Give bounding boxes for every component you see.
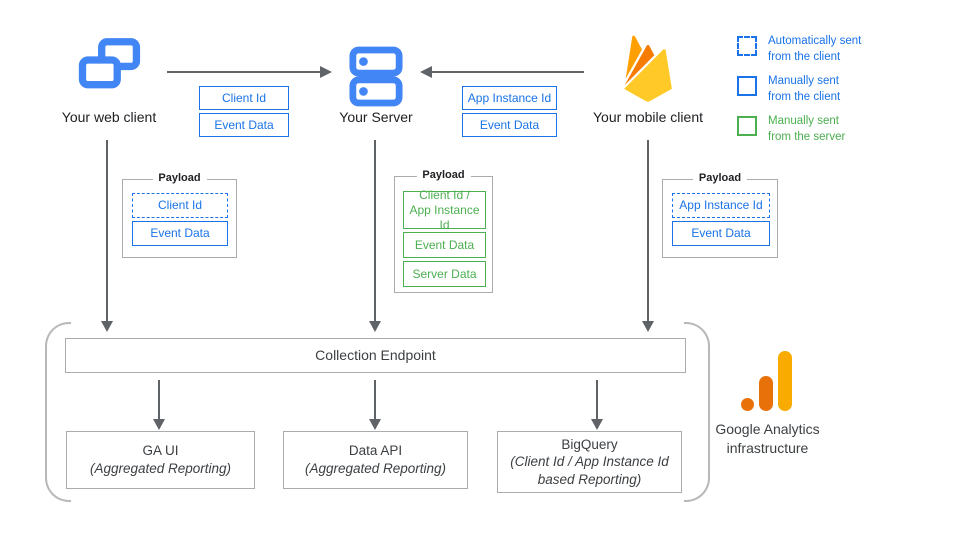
payload-server-event-data: Event Data bbox=[403, 232, 486, 258]
legend-label-auto-client: Automatically sent from the client bbox=[768, 35, 862, 63]
infrastructure-bracket-right bbox=[684, 322, 710, 502]
legend-label-manual-server: Manually sent from the server bbox=[768, 115, 846, 143]
data-api-subtitle: (Aggregated Reporting) bbox=[304, 461, 447, 476]
arrow-web-down bbox=[106, 140, 108, 322]
arrow-web-to-server bbox=[167, 71, 321, 73]
arrow-mobile-down bbox=[647, 140, 649, 322]
payload-server-title: Payload bbox=[416, 169, 471, 181]
arrow-web-to-server-head bbox=[320, 66, 332, 78]
server-icon bbox=[349, 46, 403, 108]
arrow-to-bigquery-head bbox=[591, 419, 603, 430]
chip-event-data: Event Data bbox=[199, 113, 289, 137]
arrow-mobile-to-server bbox=[431, 71, 584, 73]
arrow-web-down-head bbox=[101, 321, 113, 332]
bigquery-box: BigQuery (Client Id / App Instance Id ba… bbox=[497, 431, 682, 493]
bigquery-subtitle: (Client Id / App Instance Id based Repor… bbox=[510, 454, 669, 487]
payload-mobile-event-data: Event Data bbox=[672, 221, 770, 246]
arrow-to-bigquery bbox=[596, 380, 598, 420]
arrow-to-data-api bbox=[374, 380, 376, 420]
google-analytics-icon bbox=[741, 351, 793, 412]
arrow-server-down-head bbox=[369, 321, 381, 332]
payload-server-ids: Client Id / App Instance Id bbox=[403, 188, 486, 232]
arrow-to-data-api-head bbox=[369, 419, 381, 430]
mobile-client-label: Your mobile client bbox=[593, 109, 703, 125]
bigquery-title: BigQuery bbox=[561, 436, 618, 452]
arrow-to-ga-ui-head bbox=[153, 419, 165, 430]
payload-web: Payload Client Id Event Data bbox=[122, 172, 237, 258]
ga-ui-title: GA UI bbox=[142, 443, 179, 459]
legend-swatch-manual-server bbox=[737, 116, 757, 136]
legend-label-manual-client: Manually sent from the client bbox=[768, 75, 841, 103]
payload-mobile-title: Payload bbox=[692, 172, 748, 184]
firebase-icon bbox=[615, 33, 681, 107]
payload-web-client-id: Client Id bbox=[132, 193, 228, 218]
ga-ui-box: GA UI (Aggregated Reporting) bbox=[66, 431, 255, 489]
collection-endpoint-box: Collection Endpoint bbox=[65, 338, 686, 373]
arrow-server-down bbox=[374, 140, 376, 322]
payload-web-event-data: Event Data bbox=[132, 221, 228, 246]
web-client-icon bbox=[77, 36, 141, 106]
payload-mobile: Payload App Instance Id Event Data bbox=[662, 172, 778, 258]
payload-server-server-data: Server Data bbox=[403, 261, 486, 287]
chip-client-id: Client Id bbox=[199, 86, 289, 110]
data-api-title: Data API bbox=[348, 443, 403, 459]
arrow-mobile-to-server-head bbox=[420, 66, 432, 78]
legend-swatch-manual-client bbox=[737, 76, 757, 96]
ga-ui-subtitle: (Aggregated Reporting) bbox=[89, 461, 232, 476]
arrow-mobile-down-head bbox=[642, 321, 654, 332]
payload-mobile-app-instance-id: App Instance Id bbox=[672, 193, 770, 218]
web-client-label: Your web client bbox=[61, 109, 157, 125]
chip-app-instance-id: App Instance Id bbox=[462, 86, 557, 110]
chip-event-data: Event Data bbox=[462, 113, 557, 137]
data-api-box: Data API (Aggregated Reporting) bbox=[283, 431, 468, 489]
arrow-to-ga-ui bbox=[158, 380, 160, 420]
legend-swatch-auto-client bbox=[737, 36, 757, 56]
legend: Automatically sent from the client Manua… bbox=[737, 34, 897, 144]
server-label: Your Server bbox=[339, 109, 413, 125]
payload-web-title: Payload bbox=[152, 172, 207, 184]
infrastructure-caption: Google Analytics infrastructure bbox=[715, 421, 820, 456]
payload-server: Payload Client Id / App Instance Id Even… bbox=[394, 169, 493, 293]
